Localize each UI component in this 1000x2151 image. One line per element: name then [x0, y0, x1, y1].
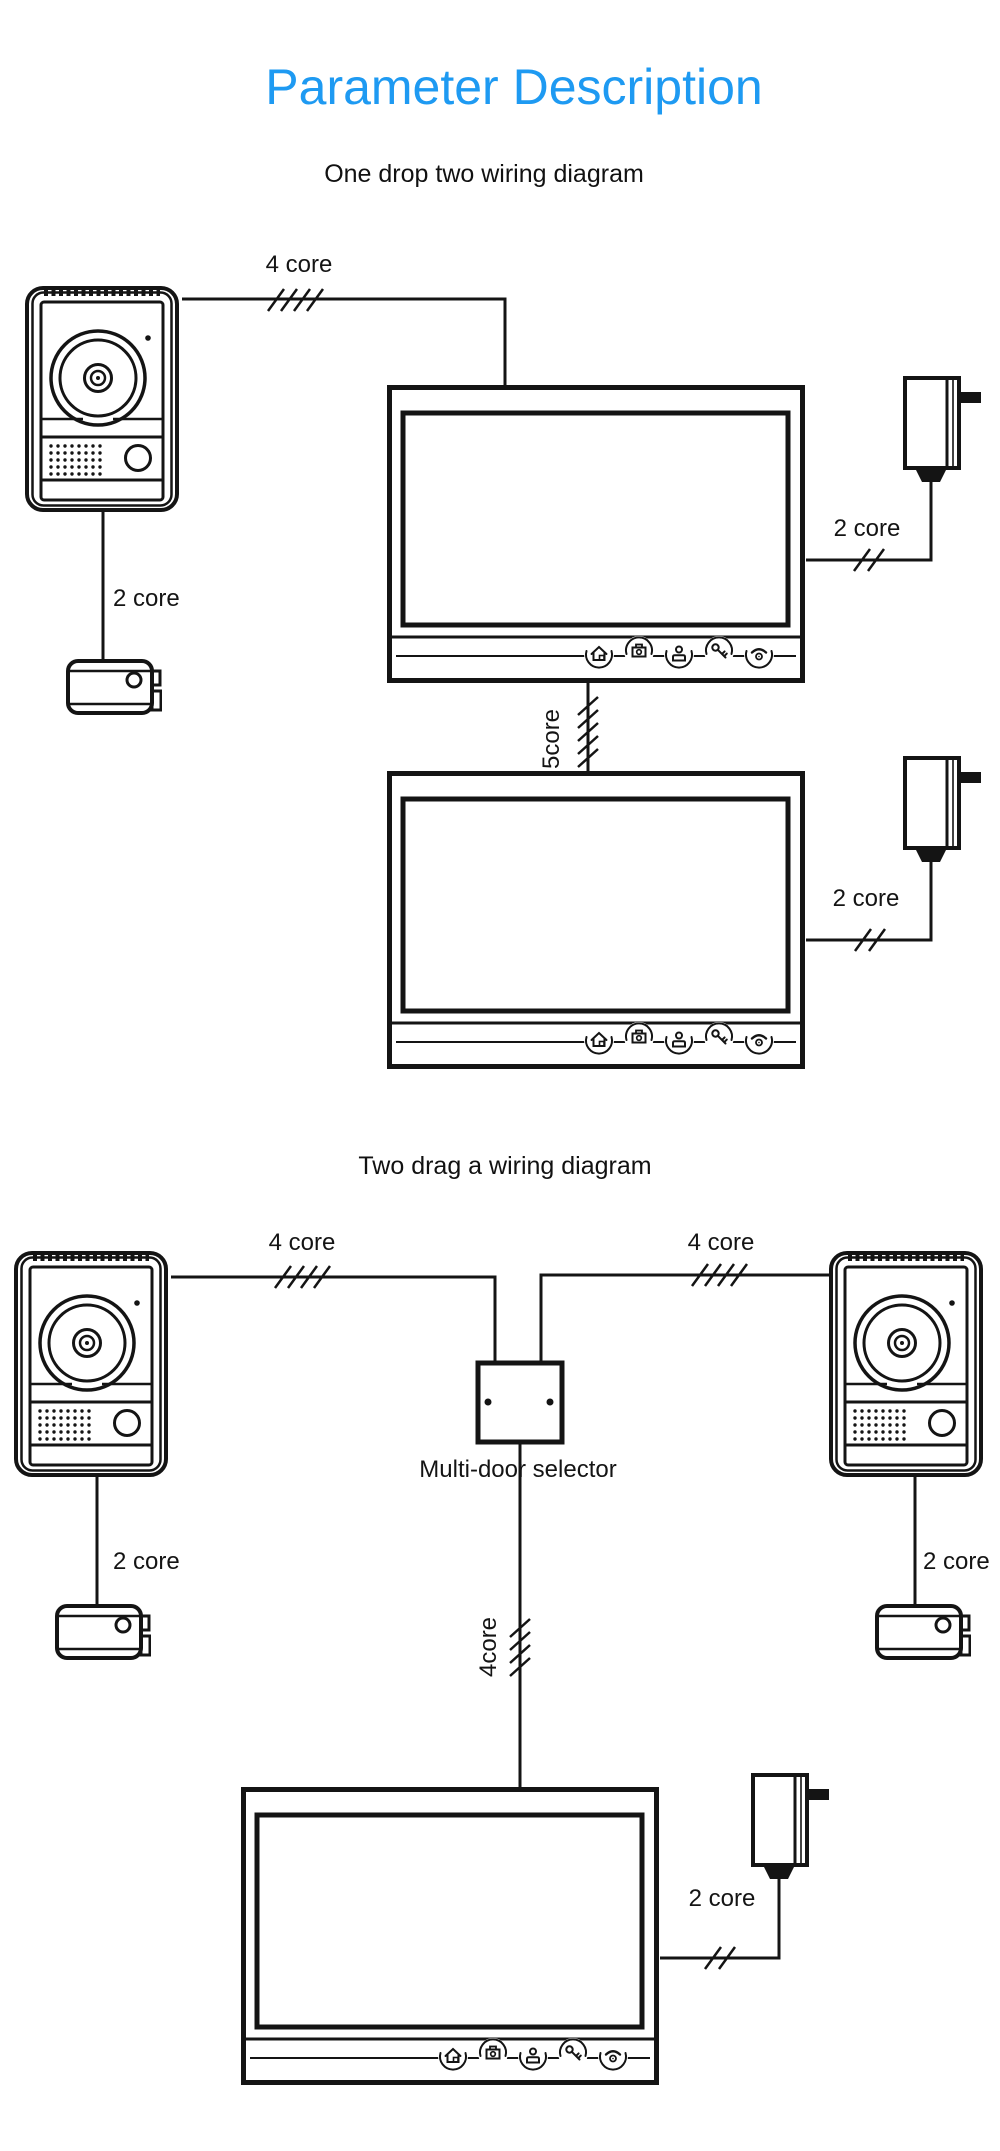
core-hash-marks: [266, 288, 887, 1970]
selector-label: Multi-door selector: [419, 1456, 617, 1483]
label-2core-lock-right: 2 core: [923, 1548, 990, 1575]
label-2core-lock-left: 2 core: [113, 1548, 180, 1575]
label-4core-trunk: 4core: [475, 1616, 502, 1677]
label-4core-right: 4 core: [687, 1229, 755, 1256]
label-5core-link: 5core: [538, 708, 565, 769]
multi-door-selector: [472, 1357, 568, 1451]
indoor-monitor-3: [241, 1787, 659, 2085]
label-2core-power1: 2 core: [833, 515, 901, 542]
wire-power2: [806, 860, 933, 942]
door-lock-right: [875, 1602, 971, 1662]
label-2core-power3: 2 core: [688, 1885, 756, 1912]
wire-right-door-selector: [539, 1273, 829, 1364]
power-adapter-2: [903, 756, 983, 862]
power-adapter-1: [903, 376, 983, 482]
label-2core-power2: 2 core: [832, 885, 900, 912]
door-station-left: [13, 1247, 169, 1479]
page-title: Parameter Description: [265, 59, 763, 115]
wire-power1: [806, 480, 933, 562]
wire-door-to-monitor: [182, 297, 507, 388]
diagram2-subtitle: Two drag a wiring diagram: [358, 1152, 652, 1180]
door-station-1: [24, 282, 180, 514]
door-lock-1: [66, 657, 162, 717]
indoor-monitor-2: [387, 771, 805, 1069]
indoor-monitor-1: [387, 385, 805, 683]
wire-left-door-selector: [171, 1275, 497, 1364]
door-lock-left: [55, 1602, 151, 1662]
label-4core-d1: 4 core: [265, 251, 333, 278]
power-adapter-3: [751, 1773, 831, 1879]
label-4core-left: 4 core: [268, 1229, 336, 1256]
door-station-right: [828, 1247, 984, 1479]
diagram1-subtitle: One drop two wiring diagram: [324, 160, 644, 188]
label-2core-lock-d1: 2 core: [113, 585, 180, 612]
wire-power3: [660, 1877, 781, 1960]
